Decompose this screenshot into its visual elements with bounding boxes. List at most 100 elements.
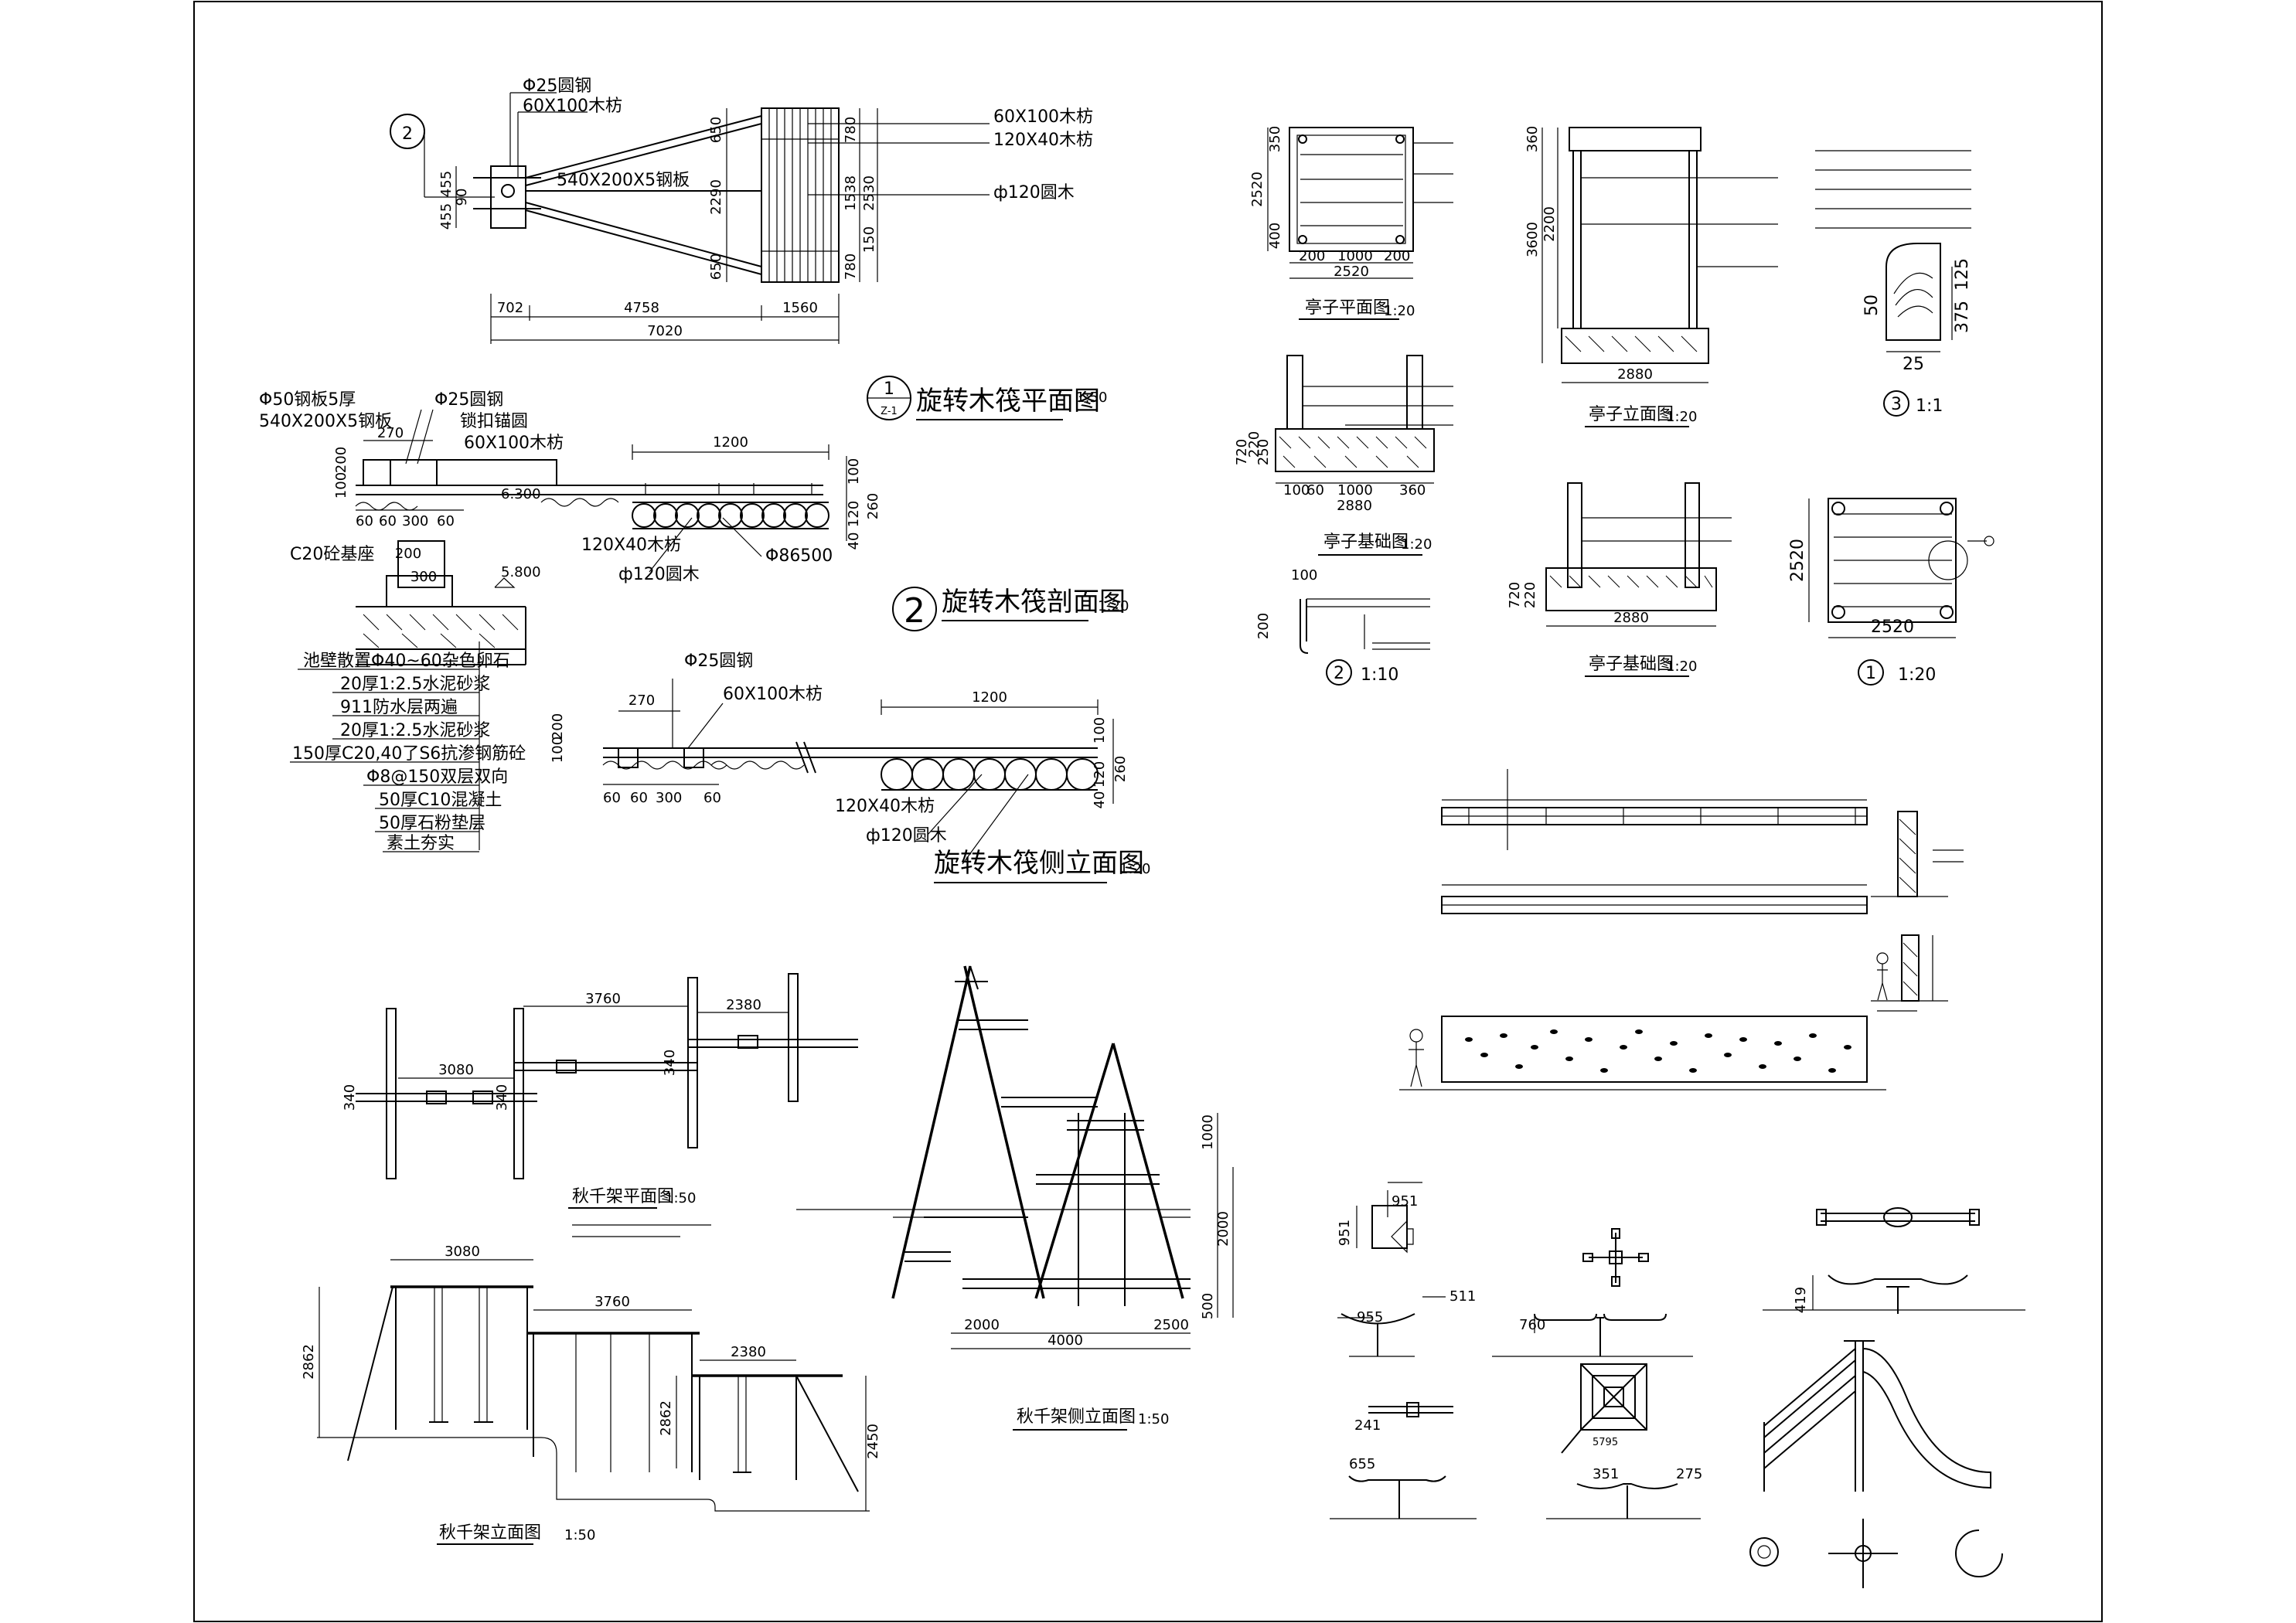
raft-plan-scale: 1:50 [1076, 390, 1107, 406]
pavilion-plan-title: 亭子平面图 [1305, 298, 1390, 318]
raft-side-dim-8: 1200 [972, 689, 1007, 706]
pavilion-found2-dim-3: 2880 [1613, 610, 1649, 626]
raft-section-label-beam-small: 120X40木枋 [581, 536, 681, 555]
pavilion-found-dim-3: 250 [1255, 439, 1272, 465]
swing-plan-dim-6: 340 [662, 1050, 678, 1076]
play-dim-10: 351 [1593, 1466, 1619, 1482]
climbing-wall-elevation [1441, 1016, 1868, 1083]
raft-section-dim-8: 1200 [713, 434, 748, 451]
raft-plan-label-plate: 540X200X5钢板 [557, 171, 690, 190]
raft-section-title-badge [892, 587, 937, 631]
swing-plan-dim-3: 2380 [726, 997, 761, 1013]
raft-section-dim-6: 300 [402, 513, 428, 529]
raft-section-label-plate: 540X200X5钢板 [259, 412, 392, 431]
swing-elev-dim-5: 2862 [658, 1400, 674, 1436]
raft-section-dim-13: 200 [395, 546, 421, 562]
raft-section-drawing: 池壁散置Φ40~60杂色卵石 20厚1:2.5水泥砂浆 911防水层两遍 20厚… [259, 390, 1129, 853]
raft-plan-badge-top: 1 [884, 379, 894, 399]
raft-side-dim-4: 60 [603, 790, 621, 806]
raft-plan-dim-vl2: 90 [454, 189, 470, 206]
raft-plan-dim-h4: 7020 [647, 323, 683, 339]
raft-section-label-log: ф120圆木 [618, 565, 700, 584]
swing-plan-dim-5: 340 [494, 1084, 510, 1111]
swing-elev-scale: 1:50 [564, 1527, 595, 1543]
pavilion-detail1-number: 1 [1865, 664, 1876, 683]
pavilion-found2-scale: 1:20 [1666, 658, 1697, 675]
pavilion-found-dim-5: 60 [1306, 482, 1324, 498]
swing-plan-dim-2: 3760 [585, 991, 621, 1007]
raft-plan-dim-vr1: 780 [843, 117, 859, 143]
raft-side-dim-5: 60 [630, 790, 648, 806]
pavilion-found2-title: 亭子基础图 [1589, 655, 1674, 674]
raft-side-dim-6: 300 [656, 790, 682, 806]
pavilion-elev-dim-3: 3600 [1524, 222, 1541, 257]
swing-side-title: 秋千架侧立面图 [1017, 1407, 1136, 1427]
raft-section-dim-10: 120 [846, 501, 862, 527]
raft-plan-dim-vr5: 780 [843, 253, 859, 280]
pavilion-found-dim-4: 100 [1283, 482, 1310, 498]
sheet-border [193, 1, 2103, 1622]
swing-side-dim-3: 2500 [1153, 1317, 1189, 1333]
pavilion-elev-dim-4: 2880 [1617, 366, 1653, 383]
pavilion-detail3-scale: 1:1 [1916, 396, 1943, 416]
raft-plan-label-beam-right: 60X100木枋 [993, 107, 1093, 127]
raft-section-layer-5: 150厚C20,40了S6抗渗钢筋砼 [292, 744, 526, 764]
raft-plan-ref-number: 2 [402, 124, 413, 144]
swing-plan-scale: 1:50 [665, 1190, 696, 1206]
pavilion-detail3-dim-3: 375 [1953, 301, 1972, 333]
play-dim-2: 951 [1337, 1220, 1353, 1246]
raft-side-dim-1: 270 [629, 692, 655, 709]
raft-plan-dim-h1: 702 [497, 300, 523, 316]
pavilion-elev-title: 亭子立面图 [1589, 405, 1674, 424]
raft-side-dim-12: 40 [1092, 791, 1108, 809]
swing-elev-dim-6: 2450 [865, 1424, 881, 1459]
raft-section-dim-11: 260 [865, 493, 881, 519]
pavilion-plan-dim-2: 1000 [1337, 248, 1373, 264]
raft-section-label-pipe: Φ86500 [765, 546, 833, 566]
raft-side-scale: 1:20 [1119, 861, 1150, 877]
swing-plan-title: 秋千架平面图 [572, 1187, 674, 1206]
pavilion-elev-scale: 1:20 [1666, 409, 1697, 425]
raft-section-level-2: 5.800 [501, 564, 541, 580]
play-dim-11: 275 [1676, 1466, 1702, 1482]
raft-plan-label-log: ф120圆木 [993, 183, 1075, 202]
pavilion-detail2-number: 2 [1334, 664, 1344, 683]
raft-side-label-beam-small: 120X40木枋 [835, 797, 935, 816]
raft-section-ref-number: 2 [904, 591, 925, 631]
play-dim-7: 241 [1354, 1417, 1381, 1434]
swing-side-dim-5: 2000 [1215, 1211, 1231, 1247]
swing-side-dim-1: 2000 [964, 1317, 1000, 1333]
raft-section-dim-4: 60 [356, 513, 373, 529]
swing-elev-dim-4: 2862 [301, 1344, 317, 1380]
pavilion-detail3-dim-1: 50 [1862, 294, 1882, 316]
raft-plan-dim-vr2: 1538 [843, 175, 859, 211]
raft-section-layer-1: 池壁散置Φ40~60杂色卵石 [303, 652, 510, 671]
raft-plan-dim-vm1: 650 [708, 117, 724, 143]
pavilion-elev-dim-2: 2200 [1541, 206, 1558, 242]
raft-side-dim-2: 200 [550, 713, 566, 740]
raft-section-layer-4: 20厚1:2.5水泥砂浆 [340, 721, 490, 740]
swing-side-dim-2: 4000 [1048, 1332, 1083, 1349]
raft-section-dim-14: 300 [410, 569, 437, 585]
swing-plan-dim-4: 340 [342, 1084, 358, 1111]
raft-plan-dim-h3: 1560 [782, 300, 818, 316]
raft-side-dim-3: 100 [550, 737, 566, 763]
pavilion-detail2-dim-2: 200 [1255, 613, 1272, 639]
play-dim-8: 655 [1349, 1456, 1375, 1472]
raft-plan-dim-vm3: 650 [708, 253, 724, 280]
raft-section-layer-9: 素土夯实 [387, 834, 455, 853]
raft-side-label-rod: Φ25圆钢 [684, 652, 753, 671]
raft-side-drawing: Φ25圆钢 60X100木枋 120X40木枋 ф120圆木 270 200 1… [550, 652, 1150, 883]
raft-side-title: 旋转木筏侧立面图 [934, 848, 1144, 879]
raft-side-label-beam: 60X100木枋 [723, 685, 823, 704]
pavilion-found-dim-6: 1000 [1337, 482, 1373, 498]
play-equipment-drawing: 951 951 955 511 760 [1330, 1182, 2025, 1588]
play-dim-9: 5795 [1593, 1437, 1618, 1448]
gear-icon [1749, 1537, 1779, 1567]
raft-section-label-beam: 60X100木枋 [464, 434, 564, 453]
raft-section-layer-2: 20厚1:2.5水泥砂浆 [340, 675, 490, 694]
raft-section-dim-1: 270 [377, 425, 404, 441]
raft-section-label-base: C20砼基座 [290, 545, 374, 564]
raft-section-label-rod: Φ25圆钢 [434, 390, 503, 410]
